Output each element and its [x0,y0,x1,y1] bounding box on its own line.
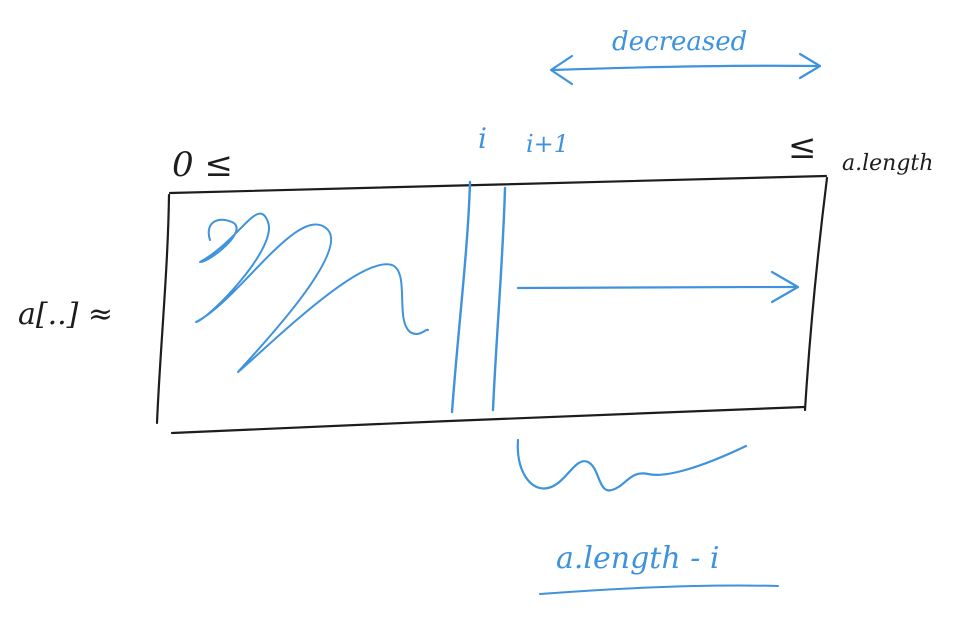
index-i-plus-1-line [491,186,507,412]
array-bottom-edge [170,405,806,435]
upper-bound-sign: ≤ [788,127,817,167]
index-i-plus-1-label: i+1 [526,130,569,158]
decreased-arrow-right-head [798,52,822,80]
upper-bound-label: a.length [842,151,933,176]
processed-region-scribble [195,212,429,373]
unsorted-region-arrow [516,270,800,304]
array-rectangle [155,174,829,435]
index-i-label: i [478,122,487,155]
lower-bound-label: 0 ≤ [172,145,233,185]
measure-label: a.length - i [556,541,719,576]
decreased-arrow-left-head [549,54,574,86]
decreased-arrow [549,52,822,86]
array-left-edge [155,193,171,425]
array-top-edge [168,174,828,195]
array-name-label: a[..] ≈ [18,297,113,332]
remaining-length-brace [516,438,748,492]
index-i-line [450,180,472,414]
array-right-edge [803,176,829,412]
measure-underline [539,584,779,595]
arrow-shaft [516,285,798,290]
arrow-head [770,270,800,304]
index-divider [450,180,507,414]
decreased-label: decreased [612,27,747,57]
decreased-arrow-shaft [550,64,820,72]
